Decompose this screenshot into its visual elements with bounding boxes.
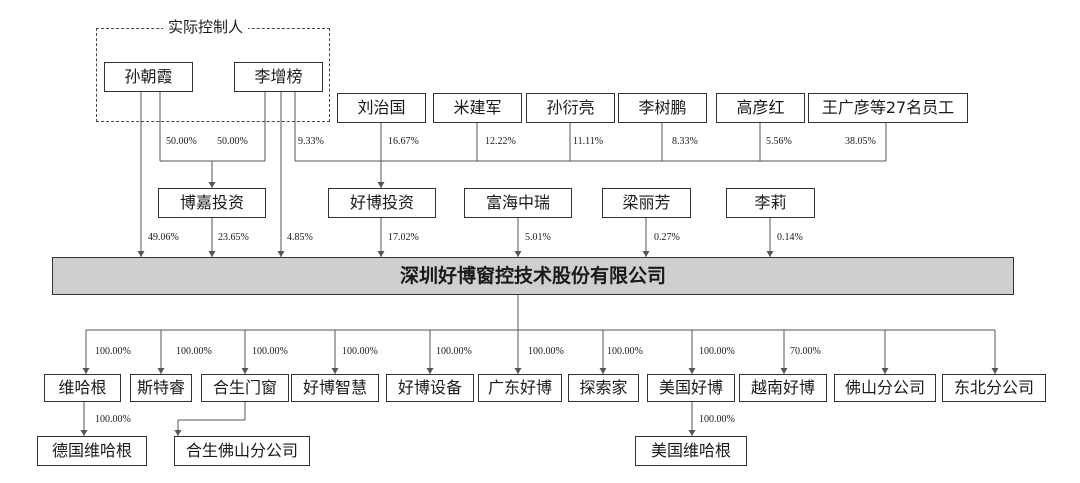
node-us-weihagen: 美国维哈根 (635, 436, 747, 466)
node-german-weihagen: 德国维哈根 (37, 436, 147, 466)
pct-haobo-zhihui: 100.00% (342, 346, 378, 357)
arrowhead (82, 368, 90, 374)
pct-li-to-haobo: 9.33% (298, 136, 324, 147)
pct-sitrui: 100.00% (176, 346, 212, 357)
arrowhead (881, 368, 889, 374)
arrowhead (514, 251, 522, 257)
node-sitrui: 斯特睿 (130, 374, 192, 402)
node-bojia-invest: 博嘉投资 (158, 188, 266, 218)
arrowhead (426, 368, 434, 374)
pct-sun-yl-to-haobo: 11.11% (573, 136, 604, 147)
pct-weihagen: 100.00% (95, 346, 131, 357)
arrowhead (208, 182, 216, 188)
arrowhead (331, 368, 339, 374)
node-vietnam-haobo: 越南好博 (739, 374, 827, 402)
arrowhead (991, 368, 999, 374)
node-li-shupeng: 李树鹏 (618, 93, 707, 123)
pct-lili-to-main: 0.14% (777, 232, 803, 243)
node-mi-jianjun: 米建军 (433, 93, 522, 123)
actual-controller-label: 实际控制人 (163, 20, 249, 35)
arrowhead (137, 251, 145, 257)
pct-mi-to-haobo: 12.22% (485, 136, 516, 147)
node-liu-zhiguo: 刘治国 (337, 93, 426, 123)
node-hesheng-foshan-branch: 合生佛山分公司 (174, 436, 310, 466)
pct-german-weihagen: 100.00% (95, 414, 131, 425)
pct-wang-to-haobo: 38.05% (845, 136, 876, 147)
pct-sun-to-main: 49.06% (148, 232, 179, 243)
arrowhead (157, 368, 165, 374)
node-dongbei-branch: 东北分公司 (942, 374, 1046, 402)
node-gao-yanhong: 高彦红 (716, 93, 805, 123)
arrowhead (642, 251, 650, 257)
pct-liu-to-haobo: 16.67% (388, 136, 419, 147)
pct-li-to-main: 4.85% (287, 232, 313, 243)
node-wang-guangyan: 王广彦等27名员工 (808, 93, 968, 123)
arrowhead (277, 251, 285, 257)
pct-us-weihagen: 100.00% (699, 414, 735, 425)
arrowhead (174, 430, 182, 436)
pct-haobo-to-main: 17.02% (388, 232, 419, 243)
pct-hesheng: 100.00% (252, 346, 288, 357)
node-weihagen: 维哈根 (44, 374, 121, 402)
pct-li-sp-to-haobo: 8.33% (672, 136, 698, 147)
node-li-zengbang: 李增榜 (234, 62, 323, 92)
arrowhead (688, 368, 696, 374)
node-guangdong-haobo: 广东好博 (478, 374, 562, 402)
node-main-company: 深圳好博窗控技术股份有限公司 (52, 257, 1014, 295)
node-sun-zhaoxia: 孙朝霞 (104, 62, 193, 92)
arrowhead (514, 368, 522, 374)
pct-bojia-to-main: 23.65% (218, 232, 249, 243)
pct-fuhai-to-main: 5.01% (525, 232, 551, 243)
pct-li-to-bojia: 50.00% (217, 136, 248, 147)
pct-tansuojia: 100.00% (607, 346, 643, 357)
node-hesheng-menchuang: 合生门窗 (201, 374, 289, 402)
arrowhead (780, 368, 788, 374)
pct-liang-to-main: 0.27% (654, 232, 680, 243)
node-haobo-zhihui: 好博智慧 (291, 374, 379, 402)
arrowhead (688, 430, 696, 436)
pct-us-haobo: 100.00% (699, 346, 735, 357)
node-us-haobo: 美国好博 (647, 374, 735, 402)
node-haobo-invest: 好博投资 (328, 188, 436, 218)
node-liang-lifang: 梁丽芳 (602, 188, 691, 218)
arrowhead (377, 182, 385, 188)
node-foshan-branch: 佛山分公司 (834, 374, 936, 402)
pct-haobo-shebei: 100.00% (436, 346, 472, 357)
pct-sun-to-bojia: 50.00% (166, 136, 197, 147)
arrowhead (208, 251, 216, 257)
node-li-li: 李莉 (726, 188, 815, 218)
node-tansuojia: 探索家 (568, 374, 639, 402)
arrowhead (377, 251, 385, 257)
pct-guangdong-haobo: 100.00% (528, 346, 564, 357)
arrowhead (766, 251, 774, 257)
node-fuhai-zhongrui: 富海中瑞 (464, 188, 572, 218)
arrowhead (599, 368, 607, 374)
node-haobo-shebei: 好博设备 (386, 374, 474, 402)
arrowhead (80, 430, 88, 436)
arrowhead (241, 368, 249, 374)
node-sun-yanliang: 孙衍亮 (526, 93, 615, 123)
pct-gao-to-haobo: 5.56% (766, 136, 792, 147)
pct-vietnam-haobo: 70.00% (790, 346, 821, 357)
